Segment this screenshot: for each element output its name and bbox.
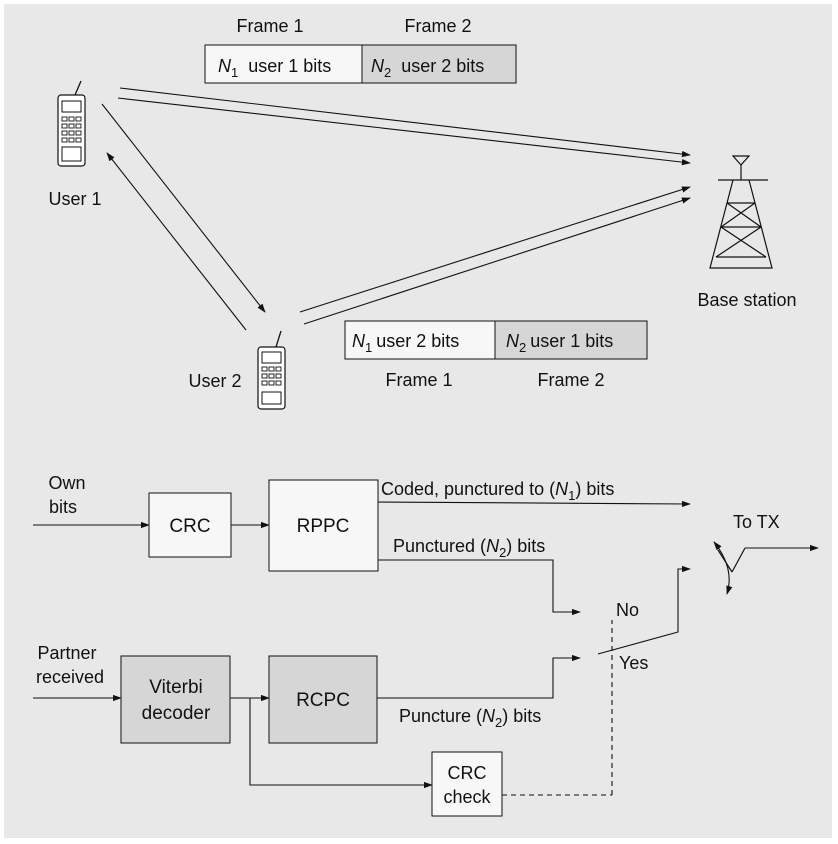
rcpc-block-label: RCPC <box>296 690 350 711</box>
partner-received-label-line1: Partner <box>37 643 96 663</box>
selector-output-arrow <box>597 565 691 655</box>
crc-check-label-line1: CRC <box>448 763 487 783</box>
coded-output-arrow <box>377 500 691 508</box>
frame2-header: Frame 2 <box>404 16 471 36</box>
punctured-output-arrow <box>378 559 581 616</box>
rcpc-block <box>268 655 378 744</box>
own-bits-label-line2: bits <box>49 497 77 517</box>
viterbi-label-line1: Viterbi <box>149 677 203 698</box>
crc-check-block <box>431 751 503 817</box>
own-bits-label-line1: Own <box>48 473 85 493</box>
user1-to-base-arrow-a <box>119 87 691 158</box>
rppc-block-label: RPPC <box>297 516 350 537</box>
base-station-icon <box>709 155 773 269</box>
user2-to-user1-arrow <box>106 152 247 331</box>
user1-frame-cell-2 <box>361 44 517 84</box>
rppc-block <box>268 479 379 572</box>
user1-to-base-arrow-b <box>117 97 691 166</box>
viterbi-label-line2: decoder <box>142 703 211 724</box>
output-switch-icon <box>713 541 819 595</box>
user1-label: User 1 <box>48 189 101 209</box>
punctured-label: Punctured (N2) bits <box>393 536 545 560</box>
crc-check-label-line2: check <box>443 787 491 807</box>
no-label: No <box>616 600 639 620</box>
viterbi-decoder-block <box>120 655 231 744</box>
user2-to-base-arrow-a <box>299 186 691 313</box>
frame1-footer: Frame 1 <box>385 370 452 390</box>
user1-phone-icon <box>57 80 86 167</box>
user2-label: User 2 <box>188 371 241 391</box>
user1-frame-cell-1 <box>204 44 363 84</box>
user2-to-base-arrow-b <box>303 197 691 325</box>
user2-frame-cell-2 <box>494 320 648 360</box>
viterbi-to-crc-check-arrow <box>249 698 433 789</box>
base-station-label: Base station <box>697 290 796 310</box>
frame1-header: Frame 1 <box>236 16 303 36</box>
partner-received-label-line2: received <box>36 667 104 687</box>
crc-block <box>148 492 232 558</box>
user1-to-user2-arrow <box>101 103 266 313</box>
to-tx-label: To TX <box>733 512 780 532</box>
rcpc-output-arrow <box>377 654 581 699</box>
crc-block-label: CRC <box>169 516 210 537</box>
coded-label: Coded, punctured to (N1) bits <box>381 479 614 503</box>
user2-frame-cell-1 <box>344 320 496 360</box>
puncture-label: Puncture (N2) bits <box>399 706 541 730</box>
user2-phone-icon <box>257 330 286 410</box>
frame2-footer: Frame 2 <box>537 370 604 390</box>
yes-label: Yes <box>619 653 648 673</box>
link-arrows <box>101 87 691 331</box>
